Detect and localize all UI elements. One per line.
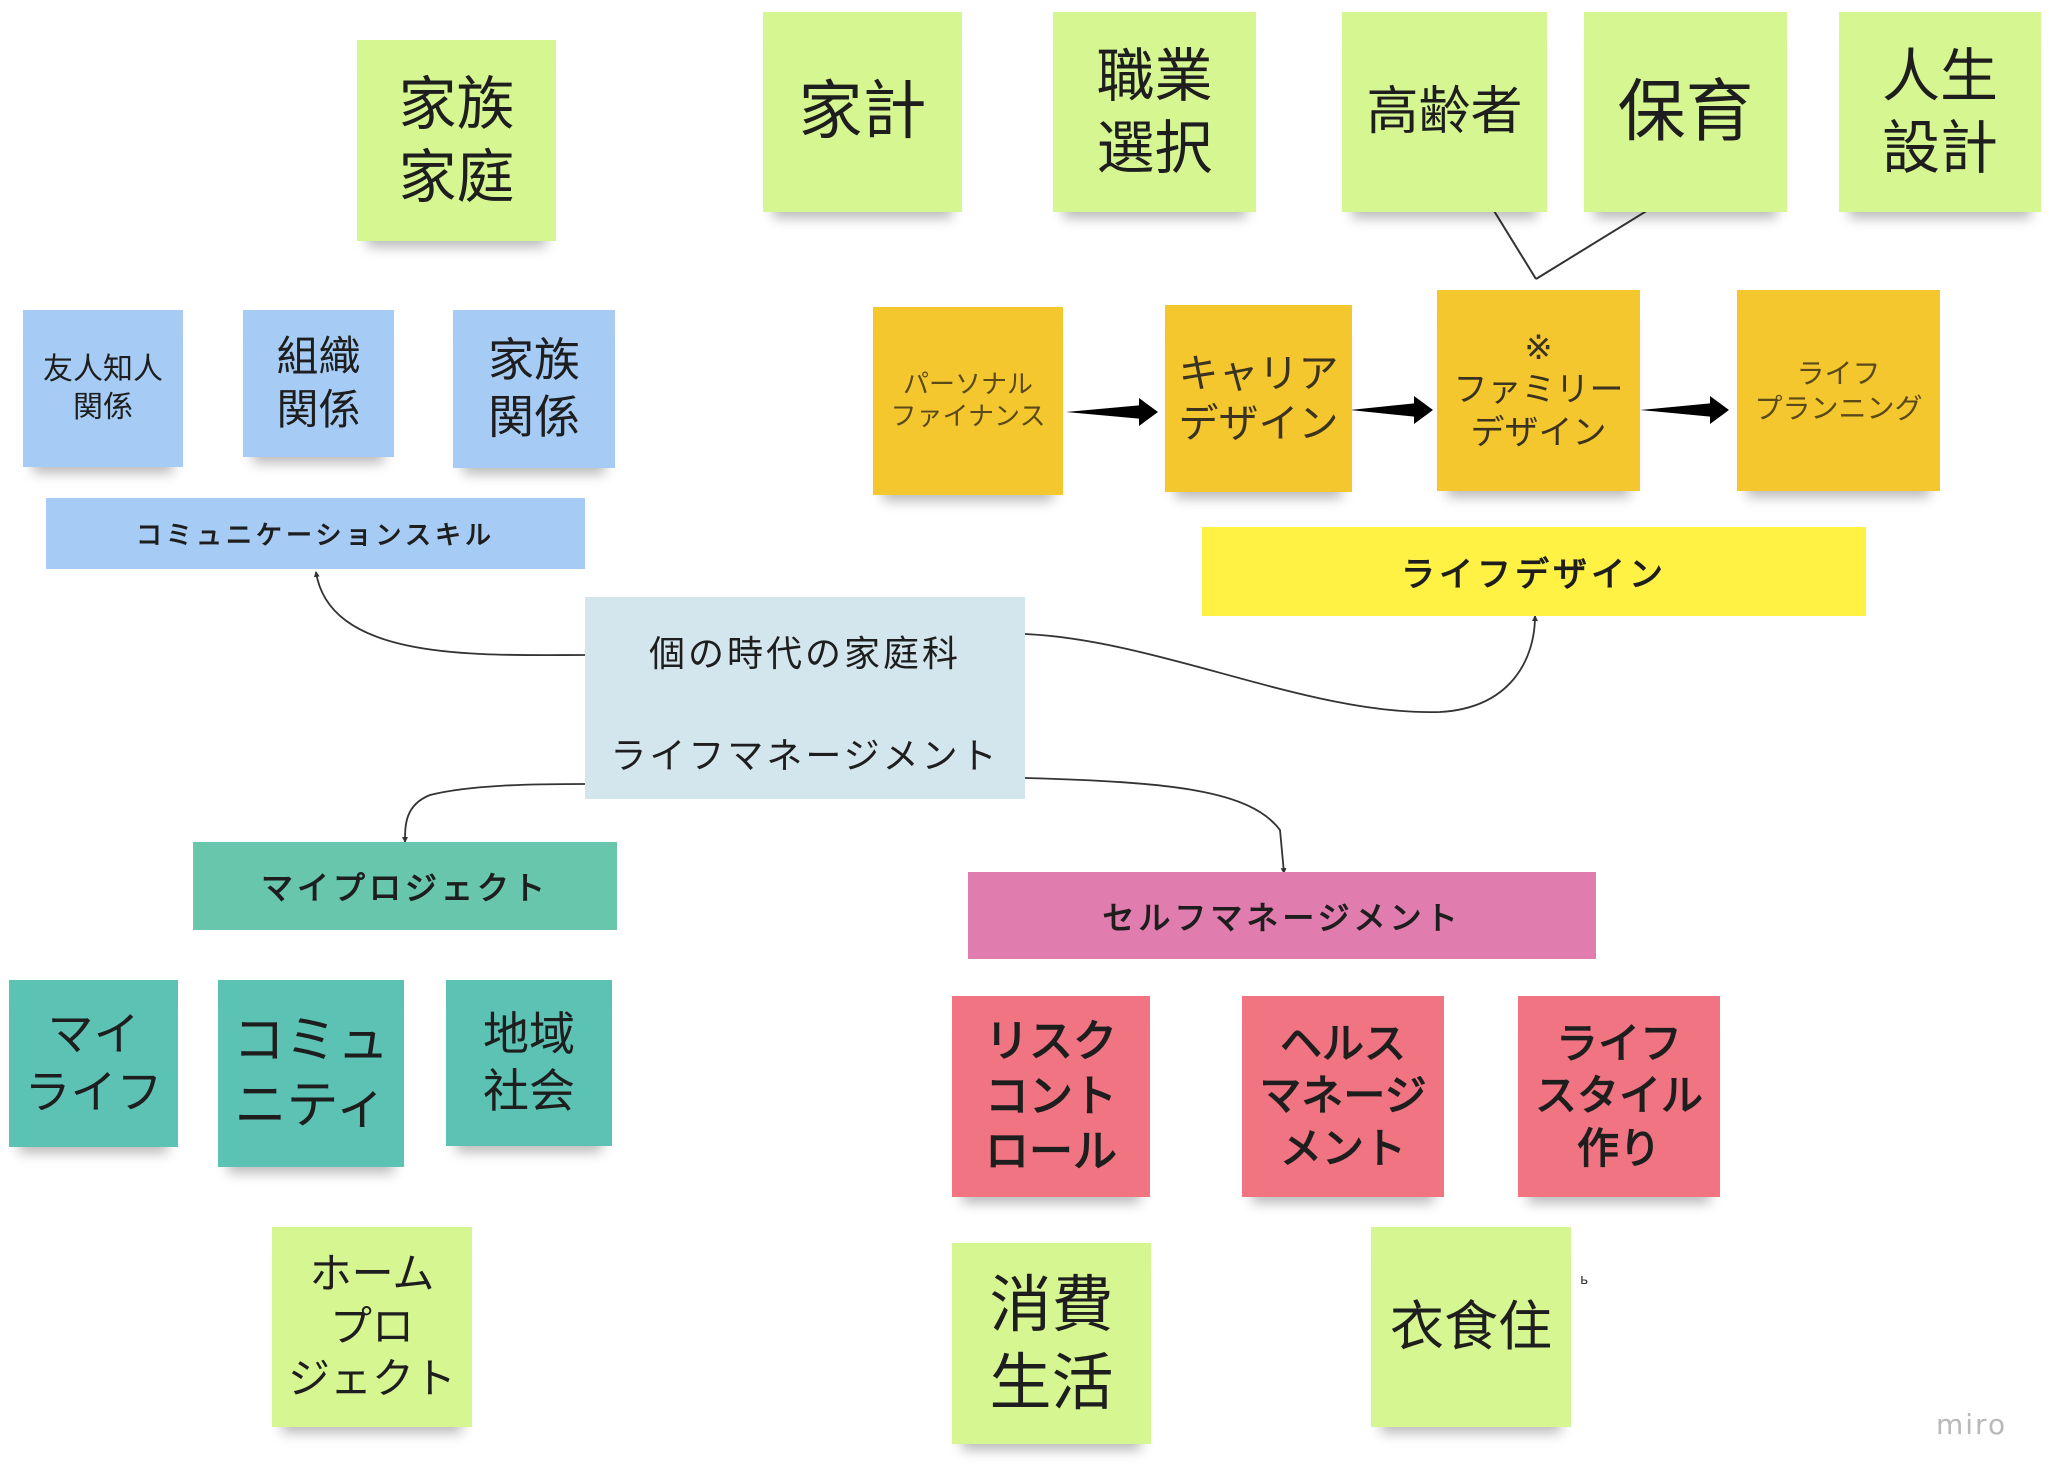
note-label: キャリア デザイン	[1178, 350, 1339, 447]
arrow-career-to-family-head	[1414, 396, 1433, 424]
bar-communication-skill[interactable]: コミュニケーションスキル	[46, 498, 585, 569]
note-label: 地域 社会	[483, 1006, 575, 1119]
note-risk-control[interactable]: リスク コント ロール	[952, 996, 1150, 1197]
note-community[interactable]: コミュ ニティ	[218, 980, 404, 1167]
note-health-management[interactable]: ヘルス マネージ メント	[1242, 996, 1444, 1197]
miro-watermark: miro	[1936, 1408, 2008, 1441]
note-label: コミュ ニティ	[232, 1010, 389, 1136]
note-label: ヘルス マネージ メント	[1259, 1018, 1427, 1173]
note-label: 保育	[1617, 72, 1754, 152]
note-label: 家族 関係	[488, 332, 580, 445]
note-family-design[interactable]: ※ ファミリー デザイン	[1437, 290, 1640, 491]
note-label: ライフ プランニング	[1754, 356, 1923, 425]
arrow-career-to-family	[1350, 403, 1418, 417]
arrow-finance-to-career	[1066, 405, 1143, 419]
note-label: マイ ライフ	[24, 1007, 163, 1119]
note-label: パーソナル ファイナンス	[890, 369, 1046, 433]
arrow-finance-to-career-head	[1139, 398, 1158, 426]
note-kazoku-kankei[interactable]: 家族 関係	[453, 310, 615, 468]
bar-label: マイプロジェクト	[260, 869, 549, 907]
note-soshiki-kankei[interactable]: 組織 関係	[243, 310, 394, 457]
link-center-lifedesign	[1024, 615, 1538, 713]
note-label: 家計	[798, 75, 927, 149]
note-label: 衣食住	[1390, 1295, 1552, 1359]
note-koreisha[interactable]: 高齢者	[1342, 12, 1547, 212]
note-my-life[interactable]: マイ ライフ	[9, 980, 178, 1147]
note-hoiku[interactable]: 保育	[1584, 12, 1787, 212]
note-chiiki-shakai[interactable]: 地域 社会	[446, 980, 612, 1146]
note-life-planning[interactable]: ライフ プランニング	[1737, 290, 1940, 491]
note-label: ※ ファミリー デザイン	[1453, 327, 1624, 453]
note-yujin-kankei[interactable]: 友人知人 関係	[23, 310, 183, 467]
bar-label: ライフデザイン	[1401, 555, 1667, 595]
note-kazoku-katei[interactable]: 家族 家庭	[357, 40, 556, 241]
note-label: 職業 選択	[1096, 41, 1213, 183]
note-label: リスク コント ロール	[985, 1016, 1117, 1177]
bar-self-management[interactable]: セルフマネージメント	[968, 872, 1596, 959]
bar-label: セルフマネージメント	[1102, 898, 1462, 937]
note-label: 消費 生活	[989, 1268, 1114, 1419]
link-center-communication	[313, 571, 586, 657]
bar-label: コミュニケーションスキル	[136, 521, 495, 551]
note-label: 友人知人 関係	[43, 352, 163, 425]
stray-mark: ь	[1580, 1272, 1589, 1288]
note-label: 人生 設計	[1881, 41, 1998, 183]
note-label: 家族 家庭	[398, 70, 515, 211]
note-label: 高齢者	[1366, 81, 1523, 142]
note-shohi-seikatsu[interactable]: 消費 生活	[952, 1243, 1151, 1444]
arrow-family-to-planning-head	[1710, 396, 1729, 424]
note-career-design[interactable]: キャリア デザイン	[1165, 305, 1352, 492]
center-topic[interactable]: 個の時代の家庭科 ライフマネージメント	[585, 597, 1025, 799]
note-lifestyle[interactable]: ライフ スタイル 作り	[1518, 996, 1720, 1197]
note-jinsei-sekkei[interactable]: 人生 設計	[1839, 12, 2041, 212]
note-shokugyo-sentaku[interactable]: 職業 選択	[1053, 12, 1256, 212]
note-ishokuju[interactable]: 衣食住	[1371, 1227, 1571, 1427]
note-personal-finance[interactable]: パーソナル ファイナンス	[873, 307, 1063, 495]
note-kakei[interactable]: 家計	[763, 12, 962, 212]
link-center-myproject	[402, 783, 586, 843]
bar-life-design[interactable]: ライフデザイン	[1202, 527, 1866, 616]
arrow-family-to-planning	[1640, 403, 1714, 417]
center-subtitle: ライフマネージメント	[610, 736, 1000, 777]
note-label: ライフ スタイル 作り	[1534, 1018, 1703, 1173]
note-label: ホーム プロ ジェクト	[287, 1249, 456, 1404]
note-home-project[interactable]: ホーム プロ ジェクト	[272, 1227, 472, 1427]
note-label: 組織 関係	[276, 332, 361, 434]
center-title: 個の時代の家庭科	[648, 634, 961, 675]
link-center-selfmanagement	[1024, 777, 1287, 874]
bar-my-project[interactable]: マイプロジェクト	[193, 842, 617, 930]
